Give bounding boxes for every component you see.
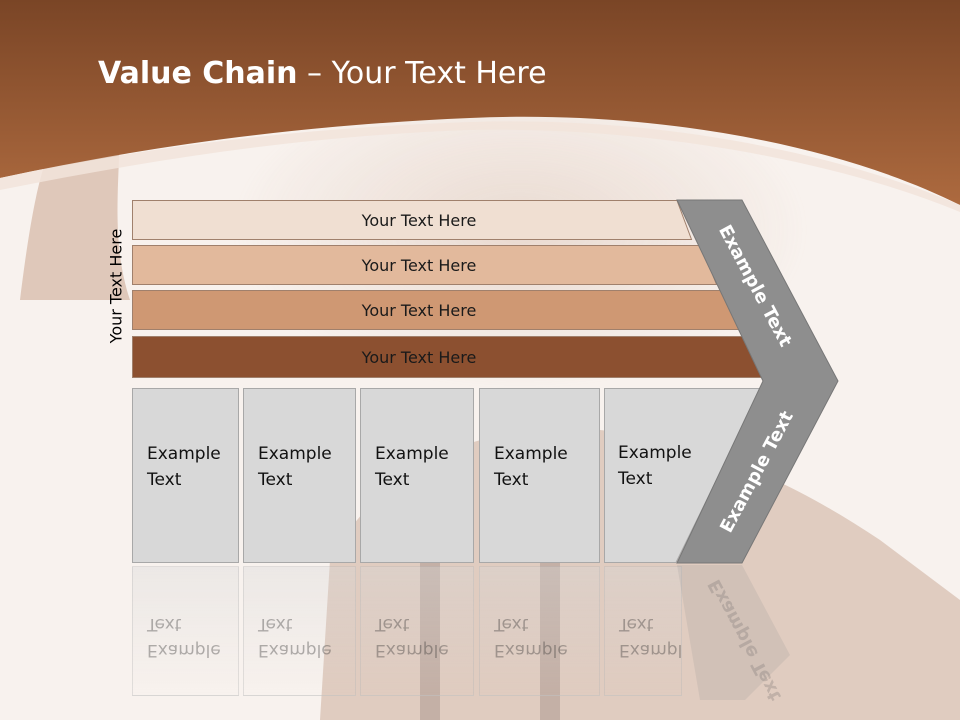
row-shape xyxy=(132,245,718,285)
activity-box-label: Example Text xyxy=(375,444,449,490)
slide-title-rest: – Your Text Here xyxy=(297,56,547,91)
activity-box-reflection: Example Text xyxy=(360,566,474,696)
activity-box: Example Text xyxy=(243,388,356,563)
row-shape xyxy=(132,200,693,240)
activity-box: Example Text xyxy=(360,388,474,563)
activity-box-reflection: Example Text xyxy=(132,566,239,696)
row-label: Your Text Here xyxy=(361,347,477,367)
activity-box: Example Text xyxy=(132,388,239,563)
row-label: Your Text Here xyxy=(361,210,477,230)
chevron-shape xyxy=(676,199,839,564)
activity-box-label: Example Text xyxy=(618,443,692,489)
value-chain-row: Your Text Here xyxy=(132,290,741,330)
activity-box-reflection: Example Text xyxy=(243,566,356,696)
activity-box-label: Example Text xyxy=(494,444,568,490)
chevron-reflection xyxy=(677,565,790,700)
row-label: Your Text Here xyxy=(361,255,477,275)
value-chain-row: Your Text Here xyxy=(132,336,764,378)
row-label: Your Text Here xyxy=(361,300,477,320)
activity-box-reflection: Example Text xyxy=(479,566,600,696)
header-swoosh xyxy=(0,121,960,212)
slide-title-bold: Value Chain xyxy=(98,56,298,91)
activity-box: Example Text xyxy=(604,388,762,563)
activity-box: Example Text xyxy=(479,388,600,563)
value-chain-row: Your Text Here xyxy=(132,245,718,285)
slide-title: Value Chain – Your Text Here xyxy=(98,56,547,91)
activity-box-label: Example Text xyxy=(147,444,221,490)
activity-box-shape xyxy=(604,388,762,563)
header-band xyxy=(0,0,960,205)
value-chain-row: Your Text Here xyxy=(132,200,706,240)
activity-box-reflection: Example Text xyxy=(604,566,682,696)
activity-box-label: Example Text xyxy=(258,444,332,490)
